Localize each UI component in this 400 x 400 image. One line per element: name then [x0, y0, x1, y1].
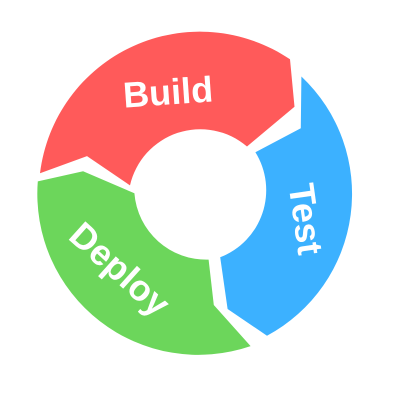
- stage-deploy-segment: [37, 171, 251, 355]
- stage-build-segment: [40, 31, 295, 186]
- stage-test-label: Test: [281, 181, 332, 257]
- stage-build-label: Build: [122, 68, 215, 115]
- stage-test-segment: [220, 76, 353, 336]
